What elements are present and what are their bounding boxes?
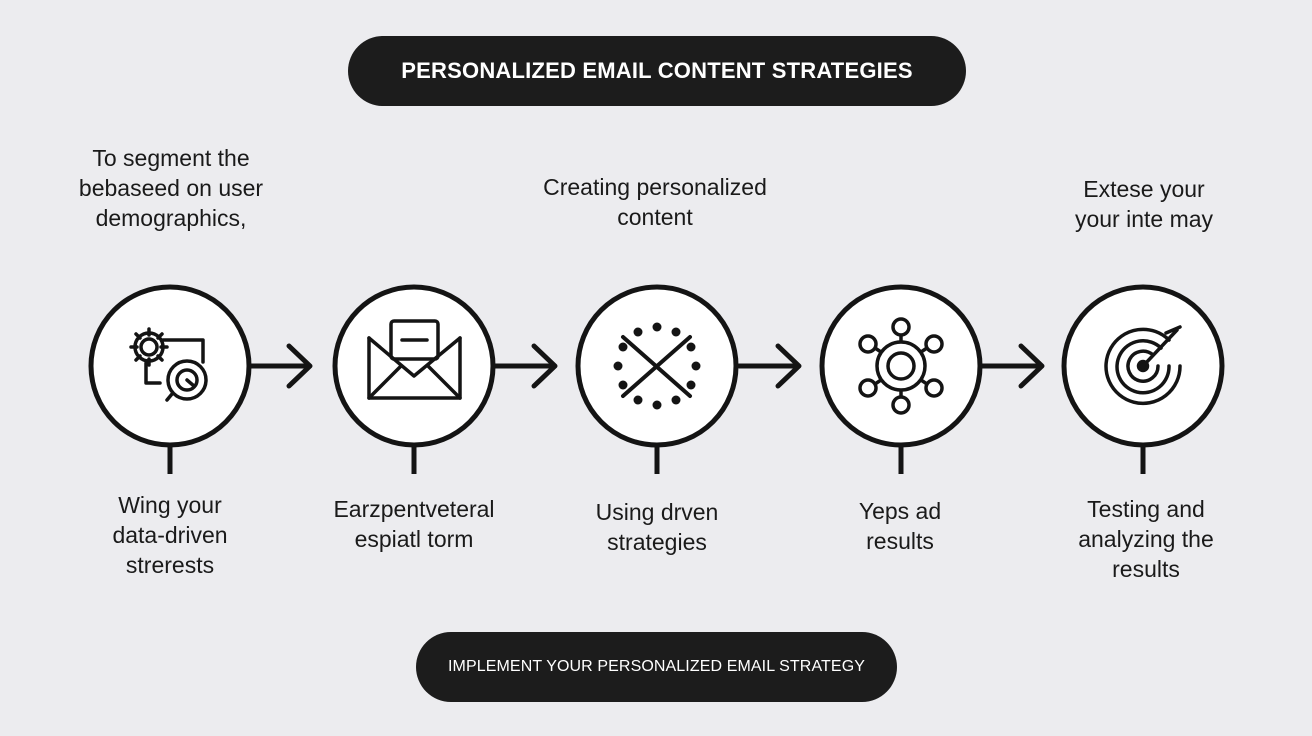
dotted-cross-icon [613,322,701,410]
connector-1 [246,343,313,389]
step-node-2 [332,284,496,474]
connector-4 [979,343,1045,389]
target-icon [1104,325,1182,406]
step-node-5 [1061,284,1225,474]
top-text-segment: To segment the bebaseed on user demograp… [78,145,264,231]
envelope-icon [367,319,462,400]
top-text-content: Creating personalized content [543,174,767,230]
step-node-3 [575,284,739,474]
step-label-2: Earzpentveteral espiatl torm [333,496,495,552]
implement-strategy-button[interactable]: IMPLEMENT YOUR PERSONALIZED EMAIL STRATE… [416,632,897,702]
top-text-extend: Extese your your inte may [1074,176,1214,232]
network-hub-icon [858,317,944,415]
gear-target-icon [129,327,208,402]
title-banner: PERSONALIZED EMAIL CONTENT STRATEGIES [348,36,966,106]
step-node-4 [819,284,983,474]
connector-3 [736,343,802,389]
step-label-5: Testing and analyzing the results [1078,496,1214,582]
step-label-1: Wing your data-driven strerests [112,492,228,578]
step-label-4: Yeps ad results [858,498,942,554]
connector-2 [491,343,558,389]
step-label-3: Using drven strategies [595,499,719,555]
step-node-1 [88,284,252,474]
